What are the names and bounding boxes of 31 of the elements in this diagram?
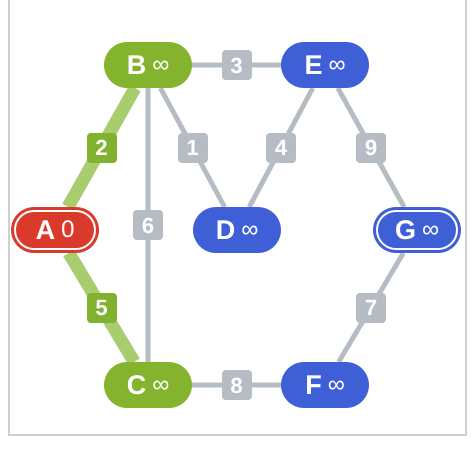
node-pill [281,362,369,408]
node-letter: F [305,372,322,398]
weight-label: 8 [222,370,252,400]
distance-value: ∞ [422,218,440,242]
visited-node-pill [104,42,192,88]
distance-value: ∞ [152,53,170,77]
distance-value: 0 [61,218,74,242]
node-letter: E [304,52,322,78]
target-node-pill [373,207,461,253]
node-letter: B [126,52,146,78]
node-pill [281,42,369,88]
weight-label: 7 [356,292,386,322]
weight-label: 6 [133,210,163,240]
node-letter: A [36,216,56,244]
weight-label: 1 [178,132,208,162]
visited-node-pill [104,362,192,408]
node-pill [193,207,281,253]
distance-value: ∞ [241,218,258,242]
start-node-pill [11,207,99,253]
weight-label: 3 [222,50,252,80]
weight-label: 4 [266,132,296,162]
weight-label: 9 [356,132,386,162]
distance-value: ∞ [328,373,345,397]
edge-line [146,88,150,362]
node-letter: C [126,372,146,398]
weight-label: 2 [86,132,116,162]
weight-label: 5 [86,292,116,322]
node-letter: D [216,216,236,244]
distance-value: ∞ [328,53,346,77]
node-letter: G [394,216,416,244]
distance-value: ∞ [152,373,170,397]
